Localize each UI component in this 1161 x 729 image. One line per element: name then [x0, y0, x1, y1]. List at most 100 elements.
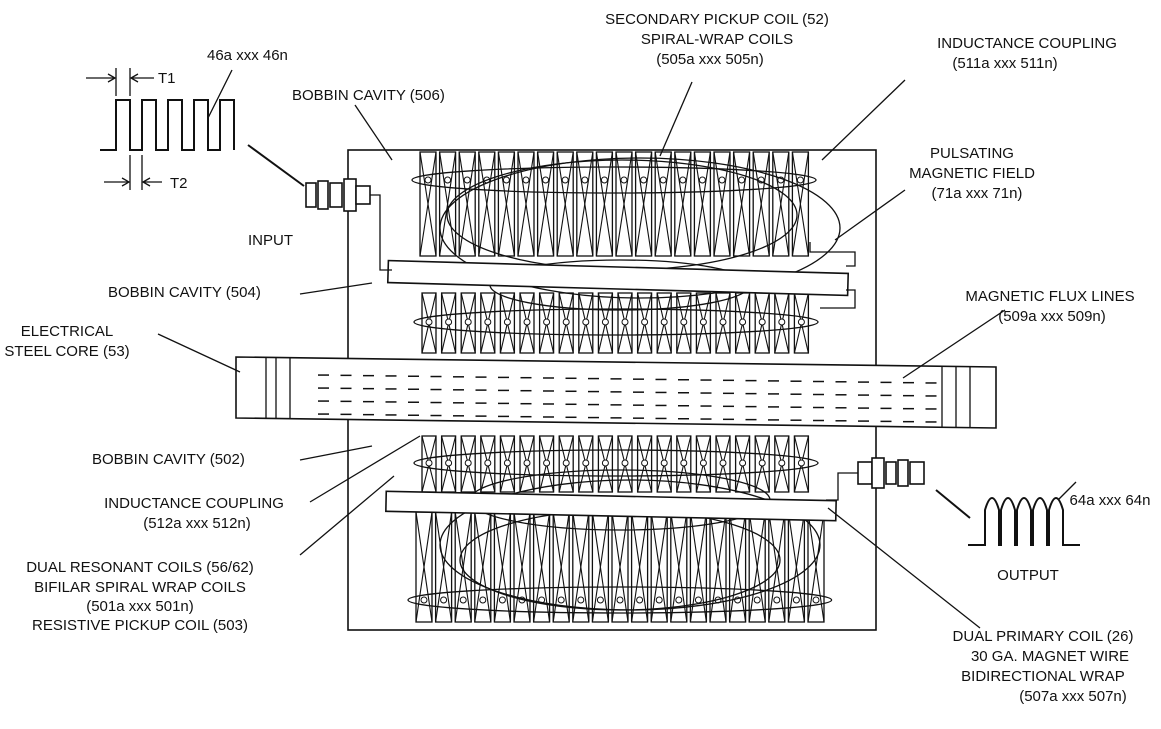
label-dual-resonant-1: DUAL RESONANT COILS (56/62) [26, 559, 254, 576]
input-plug-4 [343, 178, 357, 212]
lower-resonant-coil-7 [538, 435, 555, 493]
output-plug-2 [871, 457, 885, 489]
output-plug-5 [909, 461, 925, 485]
output-plug-3 [885, 461, 897, 485]
label-pulsating-2: MAGNETIC FIELD [909, 165, 1035, 182]
upper-resonant-coil-6 [519, 292, 535, 354]
upper-resonant-coil-3 [460, 292, 476, 354]
labels: SECONDARY PICKUP COIL (52) SPIRAL-WRAP C… [4, 11, 1150, 705]
lower-resonant-coil-5 [499, 435, 516, 493]
lower-resonant-coil-20 [793, 435, 810, 493]
input-plug-2 [317, 180, 329, 210]
field-ellipse-upper-2 [439, 157, 841, 299]
label-output: OUTPUT [997, 567, 1059, 584]
secondary-coil-13 [654, 151, 672, 257]
label-inductance-bot-1: INDUCTANCE COUPLING [104, 495, 284, 512]
lower-resonant-coil-3 [460, 435, 476, 493]
resistive-coil-9 [572, 511, 590, 623]
output-plug-4 [897, 459, 909, 487]
lower-resonant-coil-10 [597, 435, 614, 493]
label-flux-2: (509a xxx 509n) [998, 308, 1106, 325]
upper-resonant-coil-16 [715, 292, 731, 354]
flux-dashes [318, 374, 937, 423]
upper-coupling-bar [386, 259, 850, 297]
pulse-in-leader [207, 69, 233, 119]
resistive-coil-19 [768, 511, 786, 623]
label-primary-1: DUAL PRIMARY COIL (26) [953, 628, 1134, 645]
label-inductance-top-1: INDUCTANCE COUPLING [937, 35, 1117, 52]
output-pulse-waveform [935, 481, 1080, 546]
lower-resonant-coil-4 [480, 435, 496, 493]
label-bobbin-506: BOBBIN CAVITY (506) [292, 87, 445, 104]
label-pulsating-3: (71a xxx 71n) [932, 185, 1023, 202]
label-pulsating-1: PULSATING [930, 145, 1014, 162]
label-secondary-pickup-2: SPIRAL-WRAP COILS [641, 31, 793, 48]
input-plug-1 [305, 182, 317, 208]
label-input: INPUT [248, 232, 293, 249]
lower-resonant-coil-13 [656, 435, 672, 493]
label-secondary-pickup-3: (505a xxx 505n) [656, 51, 764, 68]
secondary-coupling-band [411, 166, 817, 194]
label-t1: T1 [158, 70, 176, 87]
upper-resonant-coil-10 [597, 292, 614, 354]
label-primary-3: BIDIRECTIONAL WRAP [961, 668, 1125, 685]
resistive-coil-12 [630, 511, 649, 623]
resistive-coil-3 [454, 511, 472, 623]
label-steel-2: STEEL CORE (53) [4, 343, 129, 360]
secondary-coil-12 [634, 151, 653, 257]
output-wave [968, 497, 1080, 546]
label-inductance-top-2: (511a xxx 511n) [952, 55, 1057, 72]
secondary-coil-18 [752, 151, 770, 257]
lower-resonant-coil-19 [774, 435, 790, 493]
lower-resonant-coils [413, 435, 819, 493]
label-inductance-bot-2: (512a xxx 512n) [143, 515, 251, 532]
lower-resonant-coil-15 [695, 435, 712, 493]
lower-resonant-coil-12 [636, 435, 653, 493]
secondary-coil-16 [713, 151, 731, 257]
label-primary-4: (507a xxx 507n) [1019, 688, 1127, 705]
upper-resonant-coil-14 [676, 292, 692, 354]
top-bar-lead-2 [820, 289, 856, 309]
lower-coupling-bar [385, 490, 837, 522]
label-primary-2: 30 GA. MAGNET WIRE [971, 648, 1129, 665]
input-plug-5 [355, 185, 371, 205]
lower-resonant-coupling-band [413, 449, 819, 477]
secondary-coil-20 [791, 151, 810, 257]
coupling-bars [385, 259, 850, 522]
resistive-coil-8 [552, 511, 570, 623]
secondary-coil-1 [419, 151, 437, 257]
secondary-coil-6 [517, 151, 535, 257]
input-pulse-waveform [86, 68, 305, 190]
output-plug-1 [857, 461, 873, 485]
resistive-coupling-band [407, 586, 833, 614]
upper-resonant-coil-11 [617, 292, 633, 354]
secondary-coil-3 [458, 151, 476, 257]
label-dual-resonant-4: RESISTIVE PICKUP COIL (503) [32, 617, 248, 634]
secondary-coil-8 [556, 151, 574, 257]
upper-resonant-coil-19 [774, 292, 790, 354]
label-steel-1: ELECTRICAL [21, 323, 114, 340]
input-square-wave [100, 99, 235, 151]
lower-resonant-coil-16 [715, 435, 731, 493]
secondary-coil-19 [772, 151, 790, 257]
secondary-coil-4 [478, 151, 496, 257]
upper-resonant-coil-9 [578, 292, 594, 354]
output-lead-line [935, 489, 971, 519]
upper-resonant-coil-13 [656, 292, 672, 354]
upper-resonant-coil-5 [499, 292, 516, 354]
lower-resonant-coil-2 [440, 435, 457, 493]
secondary-coil-9 [576, 151, 594, 257]
electrical-steel-core [235, 356, 997, 429]
label-bobbin-504: BOBBIN CAVITY (504) [108, 284, 261, 301]
label-flux-1: MAGNETIC FLUX LINES [965, 288, 1134, 305]
upper-resonant-coil-1 [421, 292, 437, 354]
leader-lines [157, 79, 1006, 629]
label-pulse-in: 46a xxx 46n [207, 47, 288, 64]
input-lead-line [247, 144, 305, 187]
output-connector [826, 457, 925, 501]
label-dual-resonant-2: BIFILAR SPIRAL WRAP COILS [34, 579, 246, 596]
top-bar-lead [809, 242, 856, 267]
secondary-pickup-coils [411, 151, 817, 257]
lower-resonant-coil-6 [519, 435, 535, 493]
